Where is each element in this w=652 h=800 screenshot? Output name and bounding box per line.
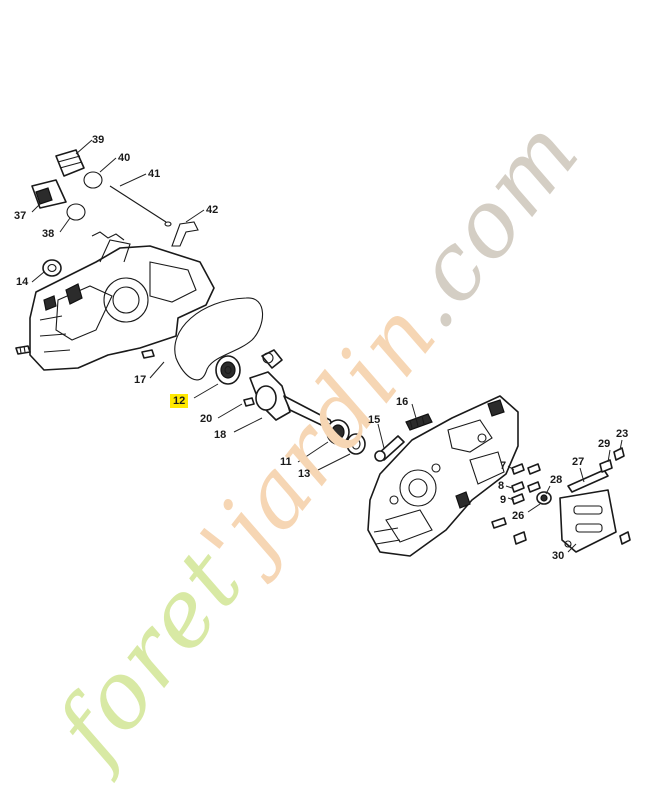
- bearing-part-11: [326, 419, 350, 445]
- callout-7: 7: [500, 460, 507, 472]
- callout-26: 26: [512, 510, 525, 522]
- callout-23: 23: [616, 428, 629, 440]
- callout-17: 17: [134, 374, 147, 386]
- callout-30: 30: [552, 550, 565, 562]
- spring-part-16: [405, 413, 433, 431]
- callout-37: 37: [14, 210, 27, 222]
- bolt-part-27: [567, 469, 609, 493]
- oil-seal-part-14: [42, 259, 62, 277]
- oil-pump-part-37: [31, 179, 67, 209]
- screw-part-7: [511, 463, 525, 475]
- right-crankcase-half: [367, 395, 519, 557]
- screw-part-15: [374, 435, 405, 462]
- callout-8: 8: [498, 480, 505, 492]
- callout-14: 14: [16, 276, 29, 288]
- callout-38: 38: [42, 228, 55, 240]
- callout-27: 27: [572, 456, 585, 468]
- washer-part-29: [599, 459, 613, 473]
- nut-part-23: [613, 447, 625, 461]
- callout-11: 11: [280, 456, 292, 468]
- screw-part-9: [511, 493, 525, 505]
- callout-13: 13: [298, 468, 311, 480]
- screw-small-b: [527, 481, 541, 493]
- small-spring: [91, 231, 125, 241]
- callout-12: 12: [170, 394, 189, 408]
- leader-lines: [31, 139, 623, 553]
- rod-part-41: [109, 185, 172, 227]
- dowel-pin-part-17: [141, 349, 155, 359]
- screw-small-a: [527, 463, 541, 475]
- callout-41: 41: [148, 168, 161, 180]
- callout-29: 29: [598, 438, 611, 450]
- callout-39: 39: [92, 134, 105, 146]
- callout-16: 16: [396, 396, 409, 408]
- bolt-lower: [491, 517, 507, 529]
- callout-9: 9: [500, 494, 507, 506]
- crankshaft-part-18: [249, 349, 337, 433]
- oil-seal-part-13: [346, 433, 366, 455]
- callout-42: 42: [206, 204, 219, 216]
- o-ring-part-38: [66, 203, 86, 221]
- crankcase-gasket: [174, 297, 264, 381]
- callout-28: 28: [550, 474, 563, 486]
- screw-part-8: [511, 481, 525, 493]
- left-crankcase-half: [29, 239, 215, 371]
- screw-part-cover: [619, 531, 631, 545]
- bolt-left: [15, 345, 31, 355]
- bolt-lower-2: [513, 531, 527, 545]
- oil-pump-part-39: [55, 149, 85, 177]
- callout-18: 18: [214, 429, 227, 441]
- callout-15: 15: [368, 414, 381, 426]
- callout-20: 20: [200, 413, 213, 425]
- o-ring-part-40: [83, 171, 103, 189]
- lever-part-42: [171, 221, 199, 247]
- ball-bearing-part-12: [215, 355, 241, 385]
- pin-part-20: [243, 397, 255, 407]
- adjuster-part-26: [536, 491, 552, 505]
- callout-40: 40: [118, 152, 131, 164]
- cover-plate-part-30: [559, 489, 617, 553]
